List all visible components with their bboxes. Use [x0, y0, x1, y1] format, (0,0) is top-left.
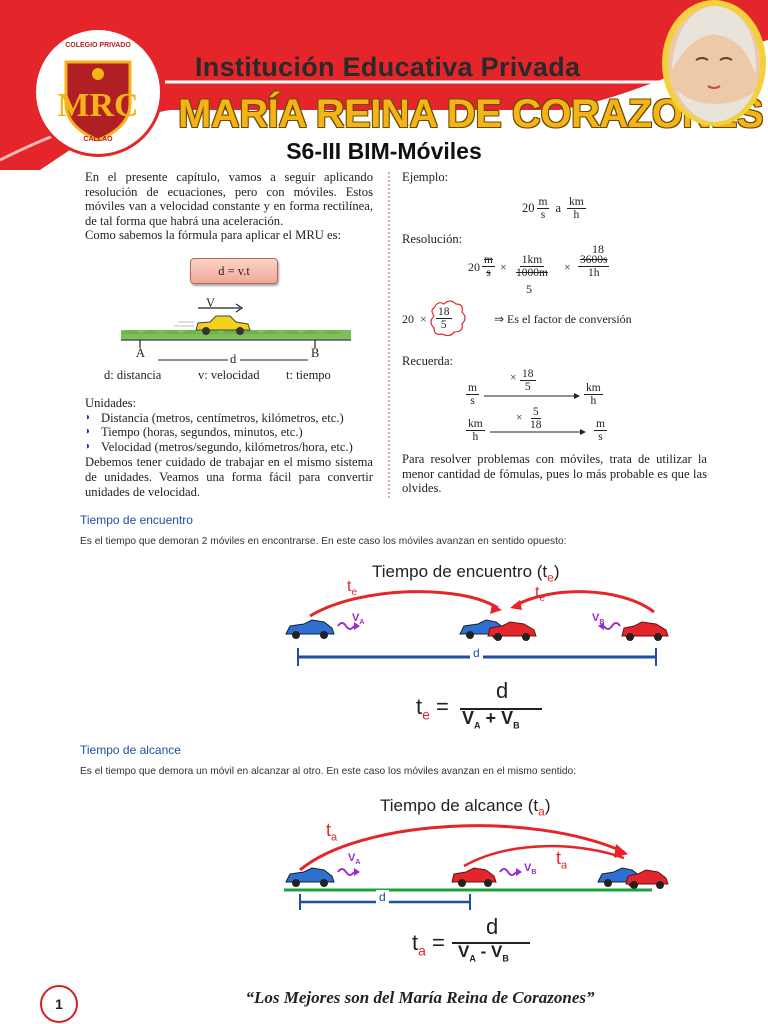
- alcance-description: Es el tiempo que demora un móvil en alca…: [80, 766, 577, 777]
- bullet-icon: ◗: [85, 440, 92, 452]
- encuentro-heading: Tiempo de encuentro: [80, 513, 193, 527]
- va-label: VA: [348, 852, 361, 867]
- yellow-car-icon: [174, 315, 251, 335]
- ta-label-right: ta: [556, 848, 568, 872]
- shield-icon: MRC: [57, 60, 139, 142]
- resolution-label: Resolución:: [402, 232, 463, 246]
- remember-label: Recuerda:: [402, 354, 454, 368]
- ta-label-left: ta: [326, 820, 338, 844]
- closing-left: Debemos tener cuidado de trabajar en el …: [85, 455, 373, 499]
- va-label: VA: [352, 612, 365, 627]
- vb-label: VB: [592, 612, 605, 627]
- units-item: ◗Distancia (metros, centímetros, kilómet…: [85, 410, 344, 425]
- blue-car-icon: [285, 867, 335, 887]
- alcance-diagram-title: Tiempo de alcance (ta): [380, 796, 551, 819]
- legend-distance: d: distancia: [104, 368, 162, 382]
- footer-motto: “Los Mejores son del María Reina de Cora…: [245, 988, 595, 1007]
- mru-line: Como sabemos la fórmula para aplicar el …: [85, 228, 342, 243]
- legend-velocity: v: velocidad: [198, 368, 260, 382]
- column-divider: [388, 172, 390, 498]
- mru-diagram: [121, 303, 351, 361]
- school-name: MARÍA REINA DE CORAZONES: [178, 92, 764, 136]
- units-block: Unidades: ◗Distancia (metros, centímetro…: [85, 396, 373, 499]
- units-heading: Unidades:: [85, 396, 137, 410]
- factor-note: ⇒ Es el factor de conversión: [494, 312, 632, 326]
- alcance-diagram: [284, 824, 669, 910]
- svg-text:MRC: MRC: [57, 87, 138, 124]
- intro-paragraph: En el presente capítulo, vamos a seguir …: [85, 170, 373, 228]
- school-logo: MRC COLEGIO PRIVADO CALLAO: [36, 30, 160, 154]
- arrow-right-icon: [490, 429, 586, 435]
- distance-label-alcance: d: [376, 890, 389, 904]
- virgin-portrait: [662, 0, 766, 126]
- encuentro-diagram-title: Tiempo de encuentro (te): [372, 562, 560, 585]
- distance-label-encuentro: d: [470, 646, 483, 660]
- units-item: ◗Tiempo (horas, segundos, minutos, etc.): [85, 425, 303, 440]
- red-car-icon: [451, 867, 497, 887]
- bullet-icon: ◗: [85, 426, 92, 438]
- logo-text-top: COLEGIO PRIVADO: [65, 42, 131, 49]
- alcance-heading: Tiempo de alcance: [80, 743, 181, 757]
- red-car-icon: [487, 621, 537, 641]
- closing-right: Para resolver problemas con móviles, tra…: [402, 452, 707, 496]
- institution-label: Institución Educativa Privada: [195, 52, 581, 82]
- formula-box: d = v.t: [190, 258, 278, 284]
- te-label-left: te: [347, 578, 358, 599]
- arrow-right-icon: [484, 393, 580, 399]
- page-number: 1: [40, 985, 78, 1023]
- example-label: Ejemplo:: [402, 170, 449, 184]
- left-column: En el presente capítulo, vamos a seguir …: [85, 170, 373, 243]
- blue-car-icon: [285, 619, 335, 639]
- units-item: ◗Velocidad (metros/segundo, kilómetros/h…: [85, 439, 353, 454]
- legend-time: t: tiempo: [286, 368, 331, 382]
- point-b-label: B: [311, 346, 320, 360]
- bullet-icon: ◗: [85, 411, 92, 423]
- logo-text-bottom: CALLAO: [83, 136, 113, 143]
- page-title: S6-III BIM-Móviles: [286, 138, 482, 164]
- portrait-image: [668, 6, 760, 122]
- vb-label: VB: [524, 862, 537, 877]
- distance-label: d: [230, 352, 237, 366]
- red-car-icon: [625, 869, 669, 889]
- te-label-right: te: [535, 584, 546, 605]
- red-car-icon: [621, 621, 669, 641]
- encuentro-description: Es el tiempo que demoran 2 móviles en en…: [80, 536, 567, 547]
- velocity-label: V: [206, 296, 216, 310]
- point-a-label: A: [136, 346, 146, 360]
